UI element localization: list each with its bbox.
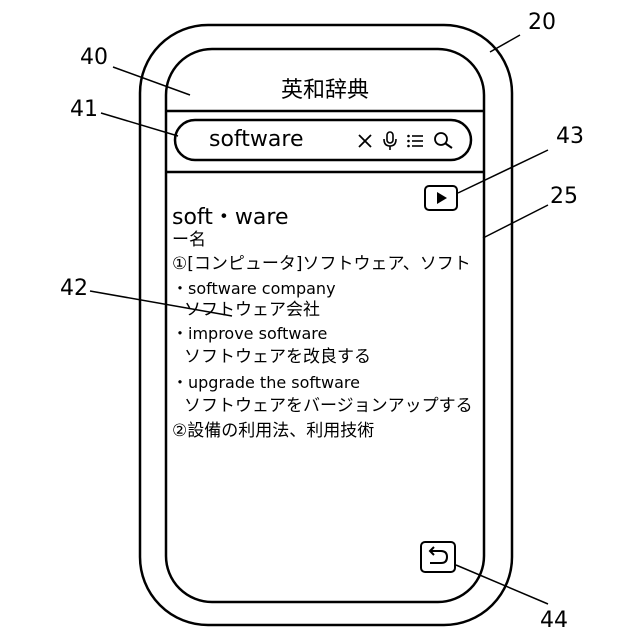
leader-line-20	[490, 35, 520, 52]
ref-label-result-area: 42	[60, 278, 88, 300]
leader-line-44	[456, 565, 548, 604]
example-ja-2: ソフトウェアを改良する	[184, 347, 371, 367]
ref-label-header: 40	[80, 47, 108, 69]
clear-icon[interactable]	[357, 133, 373, 149]
example-ja-3: ソフトウェアをバージョンアップする	[184, 396, 473, 416]
play-icon[interactable]	[423, 184, 459, 212]
ref-label-display: 25	[550, 186, 578, 208]
list-icon[interactable]	[406, 133, 424, 149]
search-icon[interactable]	[433, 131, 455, 151]
ref-label-play-button: 43	[556, 126, 584, 148]
ref-label-search-box: 41	[70, 99, 98, 121]
example-en-3: ・upgrade the software	[172, 373, 360, 393]
return-icon[interactable]	[419, 540, 457, 574]
ref-label-device: 20	[528, 12, 556, 34]
sense-1: ①[コンピュータ]ソフトウェア、ソフト	[172, 254, 471, 274]
leader-line-25	[483, 205, 548, 238]
sense-2: ②設備の利用法、利用技術	[172, 421, 374, 441]
ref-label-back-button: 44	[540, 610, 568, 632]
example-en-2: ・improve software	[172, 324, 327, 344]
microphone-icon[interactable]	[382, 130, 398, 152]
example-ja-1: ソフトウェア会社	[184, 300, 320, 320]
part-of-speech: ー名	[172, 230, 206, 250]
entry-headword: soft・ware	[172, 199, 288, 231]
page-title: 英和辞典	[168, 72, 482, 104]
example-en-1: ・software company	[172, 279, 336, 299]
search-input[interactable]: software	[209, 127, 303, 152]
